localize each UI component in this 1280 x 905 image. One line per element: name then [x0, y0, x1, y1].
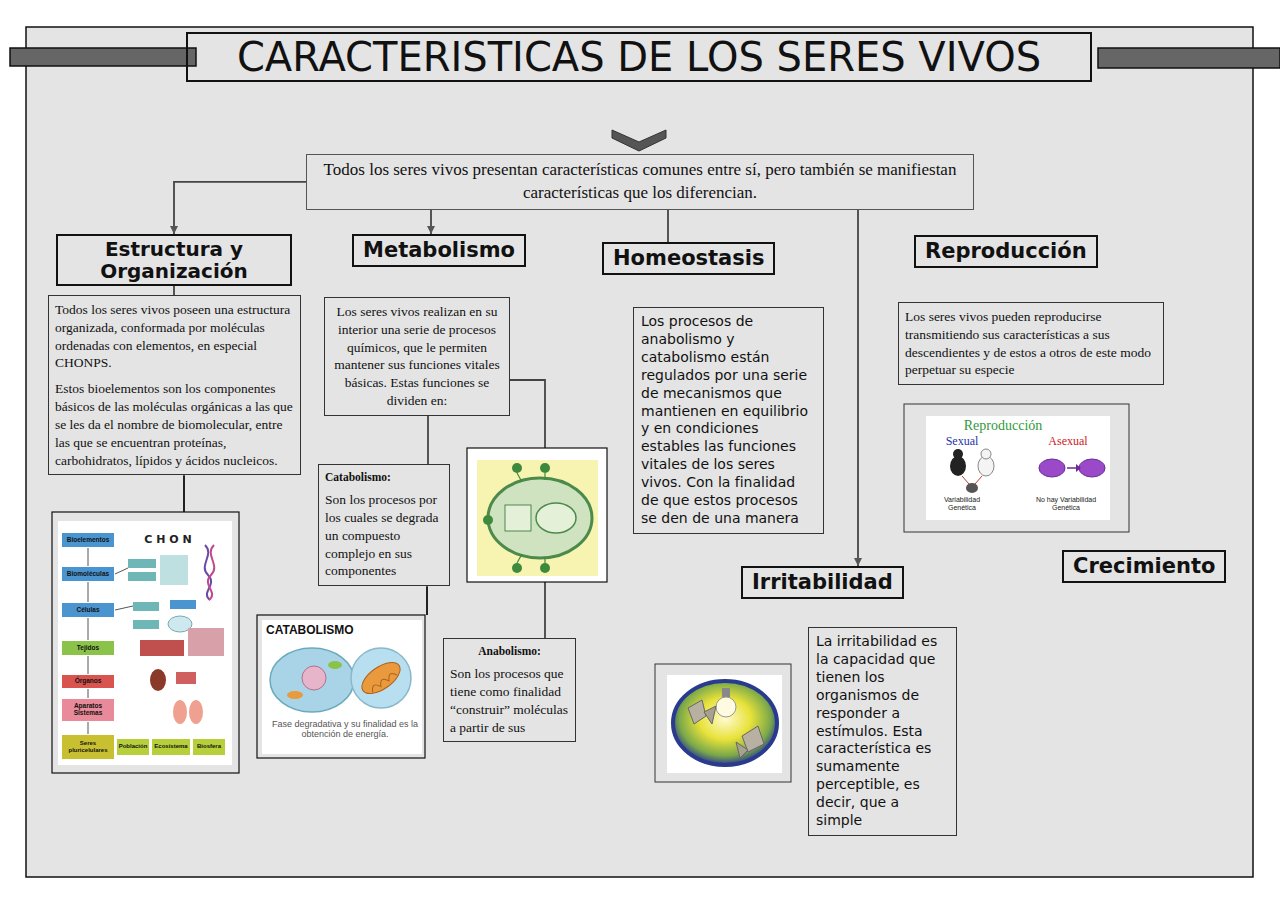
catabolism-picture — [257, 615, 425, 758]
connector — [857, 210, 859, 566]
connector — [430, 210, 432, 234]
body-text: Son los procesos que tiene como finalida… — [450, 665, 569, 736]
text-box: La irritabilidad es la capacidad que tie… — [808, 627, 957, 836]
leader-line — [183, 475, 185, 512]
heading-text: Metabolismo — [363, 238, 515, 263]
connector — [173, 286, 175, 295]
illustration-label: CATABOLISMO — [266, 624, 376, 637]
panel — [26, 27, 1253, 877]
title-box: CARACTERISTICAS DE LOS SERES VIVOS — [186, 32, 1092, 82]
text-box: Los procesos de anabolismo y catabolismo… — [633, 307, 824, 534]
intro-box: Todos los seres vivos presentan caracter… — [306, 154, 974, 210]
bioelements-chart — [52, 512, 239, 773]
heading-text: Crecimiento — [1073, 554, 1215, 579]
illustration-label: Células — [62, 606, 114, 613]
title: CARACTERISTICAS DE LOS SERES VIVOS — [194, 36, 1084, 78]
chloroplast-picture — [467, 448, 607, 582]
subheading-text: Anabolismo: — [450, 644, 569, 659]
text-box: Catabolismo: Son los procesos por los cua… — [318, 464, 450, 586]
illustration-label: Asexual — [1036, 435, 1100, 448]
body-text: Estos bioelementos son los componentes b… — [55, 380, 294, 469]
bar — [10, 48, 196, 66]
illustration-label: Variabilidad Genética — [930, 496, 994, 511]
heading-box: Crecimiento — [1062, 550, 1226, 583]
leader-line — [426, 586, 428, 615]
body-text: Todos los seres vivos poseen una estruct… — [55, 301, 294, 372]
heading-text: Estructura y Organización — [67, 238, 281, 282]
illustration-label: Órganos — [62, 677, 114, 684]
illustration-label: Seres pluricelulares — [62, 740, 114, 753]
heading-box: Reproducción — [914, 235, 1098, 268]
illustration-label: Tejidos — [62, 644, 114, 651]
illustration-label: Reproducción — [938, 418, 1068, 433]
reproduction-picture — [904, 404, 1129, 532]
illustration-label: C H O N — [128, 534, 208, 546]
body-text: Los seres vivos realizan en su interior … — [331, 303, 503, 410]
heading-text: Irritabilidad — [752, 570, 893, 595]
connector — [174, 182, 306, 234]
illustration-label: Fase degradativa y su finalidad es la ob… — [270, 720, 420, 740]
illustration-label: Ecosistema — [152, 743, 190, 750]
bar — [1098, 48, 1280, 68]
illustration-label: Biomoléculas — [62, 570, 114, 577]
body-text: Los seres vivos pueden reproducirse tran… — [905, 308, 1157, 379]
heading-text: Reproducción — [925, 239, 1087, 264]
body-text: La irritabilidad es la capacidad que tie… — [816, 633, 949, 830]
body-text: Todos los seres vivos presentan caracter… — [315, 159, 965, 205]
illustration-label: Aparatos Sistemas — [62, 702, 114, 716]
text-box: Anabolismo: Son los procesos que tiene co… — [443, 638, 576, 742]
connector — [667, 210, 669, 242]
heading-box: Metabolismo — [352, 234, 526, 267]
subheading-text: Catabolismo: — [325, 470, 443, 485]
heading-box: Estructura y Organización — [56, 234, 292, 286]
lamp-picture — [655, 664, 791, 782]
body-text: Son los procesos por los cuales se degra… — [325, 491, 443, 580]
connector — [427, 416, 429, 464]
heading-text: Homeostasis — [613, 246, 764, 271]
illustration-label: No hay Variabilidad Genética — [1026, 496, 1106, 511]
illustration-label: Bioelementos — [62, 536, 114, 543]
illustration-label: Sexual — [934, 435, 990, 448]
heading-box: Homeostasis — [602, 242, 775, 275]
text-box: Los seres vivos pueden reproducirse tran… — [898, 302, 1164, 385]
text-box: Todos los seres vivos poseen una estruct… — [48, 295, 301, 475]
illustration-label: Población — [117, 743, 149, 750]
illustration-label: Biosfera — [193, 743, 225, 750]
body-text: Los procesos de anabolismo y catabolismo… — [641, 313, 816, 528]
heading-box: Irritabilidad — [741, 566, 904, 599]
chevron — [612, 130, 666, 151]
text-box: Los seres vivos realizan en su interior … — [324, 297, 510, 416]
